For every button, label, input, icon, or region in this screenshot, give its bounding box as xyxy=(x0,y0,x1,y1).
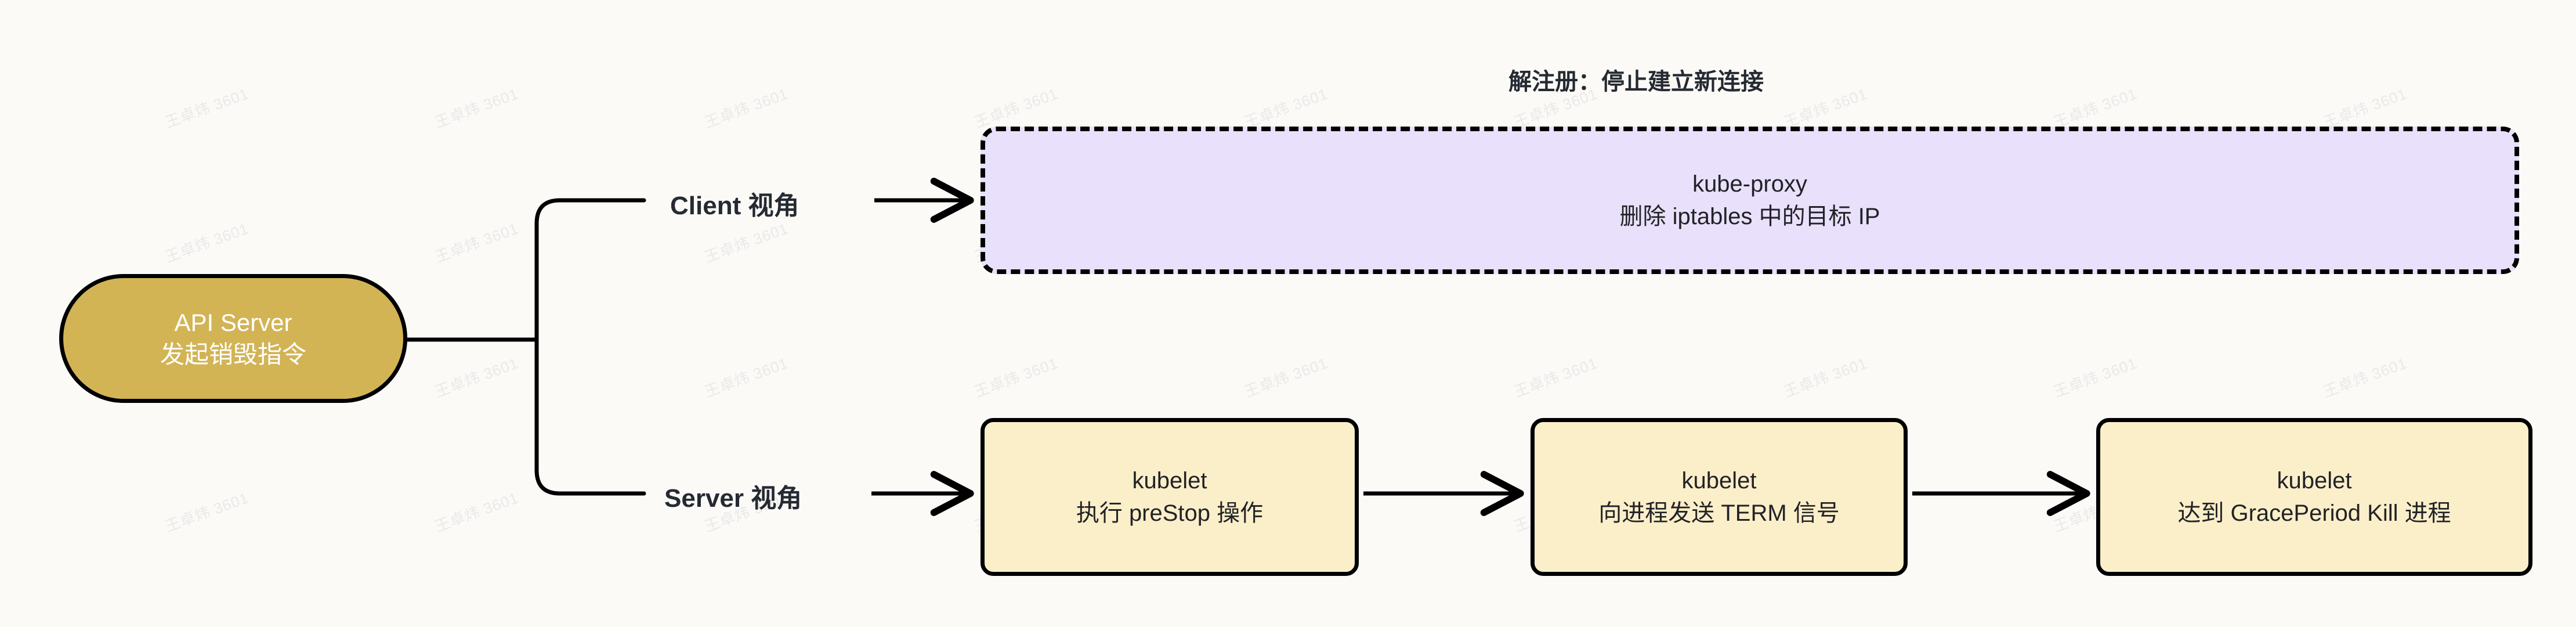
watermark-text: 王卓炜 3601 xyxy=(2320,621,2410,627)
watermark-text: 王卓炜 3601 xyxy=(971,621,1061,627)
watermark-text: 王卓炜 3601 xyxy=(1781,354,1870,401)
watermark-text: 王卓炜 3601 xyxy=(1242,354,1330,401)
node-kube-proxy-line2: 删除 iptables 中的目标 IP xyxy=(1619,204,1880,229)
watermark-text: 王卓炜 3601 xyxy=(972,85,1061,132)
watermark-text: 王卓炜 3601 xyxy=(1511,621,1601,627)
watermark-text: 王卓炜 3601 xyxy=(162,85,251,132)
watermark-text: 王卓炜 3601 xyxy=(162,219,251,266)
diagram-title: 解注册：停止建立新连接 xyxy=(1508,69,1764,95)
watermark-text: 王卓炜 3601 xyxy=(162,621,252,627)
watermark-text: 王卓炜 3601 xyxy=(2321,354,2409,401)
watermark-text: 王卓炜 3601 xyxy=(701,621,791,627)
node-kubelet-term[interactable]: kubelet 向进程发送 TERM 信号 xyxy=(1531,418,1908,576)
watermark-text: 王卓炜 3601 xyxy=(432,85,521,132)
node-kubelet-kill-line1: kubelet xyxy=(2277,468,2352,493)
node-kubelet-prestop-line1: kubelet xyxy=(1132,468,1207,493)
node-kubelet-kill-line2: 达到 GracePeriod Kill 进程 xyxy=(2177,500,2451,526)
watermark-text: 王卓炜 3601 xyxy=(432,489,521,536)
node-kubelet-term-line2: 向进程发送 TERM 信号 xyxy=(1598,500,1840,526)
watermark-text: 王卓炜 3601 xyxy=(432,354,521,401)
node-kubelet-term-line1: kubelet xyxy=(1681,468,1757,493)
node-kubelet-prestop-line2: 执行 preStop 操作 xyxy=(1076,500,1264,526)
watermark-text: 王卓炜 3601 xyxy=(1781,85,1870,132)
watermark-text: 王卓炜 3601 xyxy=(1781,621,1871,627)
node-kube-proxy[interactable]: kube-proxy 删除 iptables 中的目标 IP xyxy=(981,127,2519,274)
watermark-text: 王卓炜 3601 xyxy=(702,354,791,401)
node-api-server[interactable]: API Server 发起销毁指令 xyxy=(59,274,407,403)
watermark-text: 王卓炜 3601 xyxy=(432,621,522,627)
edge-split-to-client xyxy=(534,198,646,342)
watermark-text: 王卓炜 3601 xyxy=(432,219,521,266)
node-api-server-line2: 发起销毁指令 xyxy=(160,341,306,368)
branch-label-server-view: Server 视角 xyxy=(664,484,802,513)
node-kubelet-prestop[interactable]: kubelet 执行 preStop 操作 xyxy=(981,418,1359,576)
branch-label-client-view: Client 视角 xyxy=(670,192,799,220)
watermark-text: 王卓炜 3601 xyxy=(702,85,791,132)
watermark-text: 王卓炜 3601 xyxy=(1241,621,1331,627)
node-kube-proxy-line1: kube-proxy xyxy=(1692,171,1807,197)
watermark-text: 王卓炜 3601 xyxy=(2051,354,2140,401)
watermark-text: 王卓炜 3601 xyxy=(702,219,791,266)
watermark-text: 王卓炜 3601 xyxy=(2050,621,2140,627)
watermark-text: 王卓炜 3601 xyxy=(162,489,251,536)
edge-split-to-server xyxy=(534,337,646,496)
watermark-text: 王卓炜 3601 xyxy=(2051,85,2140,132)
node-api-server-line1: API Server xyxy=(174,308,292,336)
watermark-text: 王卓炜 3601 xyxy=(972,354,1061,401)
watermark-text: 王卓炜 3601 xyxy=(1511,354,1600,401)
node-kubelet-kill[interactable]: kubelet 达到 GracePeriod Kill 进程 xyxy=(2096,418,2532,576)
watermark-text: 王卓炜 3601 xyxy=(2321,85,2409,132)
watermark-text: 王卓炜 3601 xyxy=(1242,85,1330,132)
